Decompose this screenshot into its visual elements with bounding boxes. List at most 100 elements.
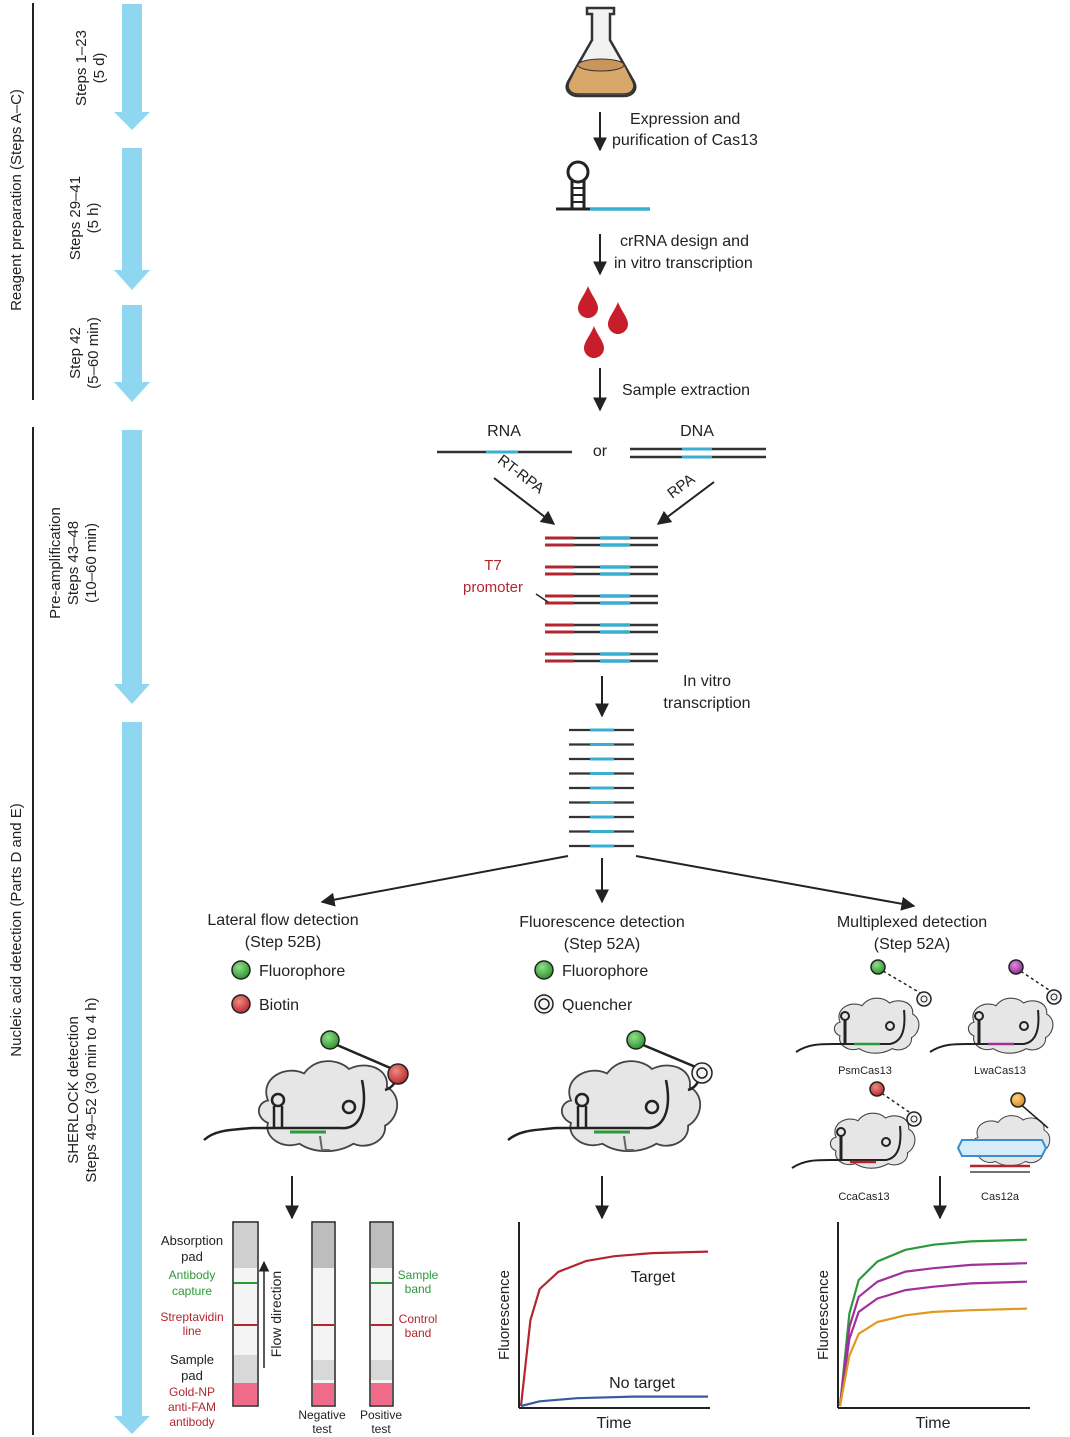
series-line-2: [520, 1395, 708, 1408]
flow-direction-label: Flow direction: [268, 1271, 284, 1357]
t7-label-line1: T7: [484, 557, 502, 574]
lateral-legend-fluorophore: Fluorophore: [259, 963, 345, 980]
lateral-title: Lateral flow detection: [207, 912, 358, 929]
arrow-rt-rpa: [493, 477, 556, 525]
stage-arrow-2: [114, 148, 150, 290]
sample-pad-line1: Sample: [170, 1352, 214, 1367]
absorption-pad-line1: Absorption: [161, 1233, 223, 1248]
multi-title: Multiplexed detection: [837, 914, 987, 931]
stage-arrows: [114, 4, 150, 1434]
lateral-strip-schematic: [232, 1221, 259, 1407]
ivt-label-line1: In vitro: [683, 673, 731, 690]
positive-test-line1: Positive: [360, 1408, 402, 1422]
gold-np-line2: anti-FAM: [168, 1400, 216, 1414]
sidebar: Reagent preparation (Steps A–C) Nucleic …: [8, 3, 150, 1435]
stage-arrow-4: [114, 430, 150, 704]
enzyme-label-psmcas13: PsmCas13: [838, 1065, 892, 1077]
cas13-complex-fluor: [507, 1030, 713, 1153]
step-crrna-line2: in vitro transcription: [614, 255, 753, 272]
gold-np-line1: Gold-NP: [169, 1385, 215, 1399]
fluorescence-chart: Fluorescence Time Target No target: [496, 1222, 710, 1432]
fluor-legend-quencher: Quencher: [562, 997, 633, 1014]
antibody-capture-line2: capture: [172, 1284, 212, 1298]
fluor-y-label: Fluorescence: [496, 1270, 513, 1360]
streptavidin-line1: Streptavidin: [160, 1310, 223, 1324]
lateral-flow-branch: Lateral flow detection (Step 52B) Fluoro…: [160, 912, 438, 1436]
stage-3-line1: Step 42: [67, 327, 84, 379]
stage-2-line1: Steps 29–41: [67, 176, 84, 260]
negative-test-line1: Negative: [298, 1408, 346, 1422]
series-label-notarget: No target: [609, 1375, 675, 1392]
multi-x-label: Time: [916, 1415, 951, 1432]
flask-icon: [565, 6, 637, 98]
arrow-branch-multi: [635, 855, 916, 911]
fluor-legend-fluorophore: Fluorophore: [562, 963, 648, 980]
stage-2-line2: (5 h): [85, 203, 102, 234]
multiplexed-branch: Multiplexed detection (Step 52A) PsmCas1…: [791, 914, 1062, 1432]
stage-arrow-3: [114, 305, 150, 402]
stage-4-line2: Steps 43–48: [65, 521, 82, 605]
blood-drops-icon: [578, 286, 628, 358]
series-label-target: Target: [631, 1269, 676, 1286]
gold-np-line3: antibody: [169, 1415, 214, 1429]
mini-complex-cas12a: [956, 1092, 1051, 1173]
fluor-step: (Step 52A): [564, 936, 640, 953]
crrna-hairpin-icon: [556, 160, 650, 211]
arrow-branch-lateral: [320, 855, 569, 907]
arrow-rpa: [656, 481, 715, 525]
sample-pad-line2: pad: [181, 1368, 203, 1383]
step-expression-line2: purification of Cas13: [612, 132, 758, 149]
fluor-x-label: Time: [597, 1415, 632, 1432]
positive-test-strip: [369, 1221, 394, 1407]
stage-4-line1: Pre-amplification: [47, 507, 64, 619]
mini-complex-lwacas13: [929, 959, 1062, 1054]
enzyme-label-lwacas13: LwaCas13: [974, 1065, 1026, 1077]
fluorescence-branch: Fluorescence detection (Step 52A) Fluoro…: [496, 914, 713, 1432]
quencher-icon: [534, 994, 554, 1014]
stage-5-line1: SHERLOCK detection: [65, 1016, 82, 1164]
multi-step: (Step 52A): [874, 936, 950, 953]
sample-band-line1: Sample: [398, 1268, 439, 1282]
stage-3-line2: (5–60 min): [85, 317, 102, 389]
negative-test-line2: test: [312, 1422, 332, 1436]
step-sample: Sample extraction: [622, 382, 750, 399]
stage-arrow-5: [114, 722, 150, 1434]
lateral-step: (Step 52B): [245, 934, 321, 951]
series-line-2: [838, 1262, 1028, 1407]
stage-4-line3: (10–60 min): [83, 523, 100, 603]
phase-label-nucleic: Nucleic acid detection (Parts D and E): [8, 803, 25, 1056]
amplified-dna-stack: [545, 536, 658, 663]
rna-label: RNA: [487, 423, 521, 440]
t7-label-line2: promoter: [463, 579, 523, 596]
negative-test-strip: [311, 1221, 336, 1407]
antibody-capture-line1: Antibody: [169, 1268, 216, 1282]
sample-band-line2: band: [405, 1282, 432, 1296]
dna-strand: [630, 447, 766, 459]
rt-rpa-label: RT-RPA: [494, 451, 547, 497]
ivt-label-line2: transcription: [663, 695, 750, 712]
fluorophore-icon: [534, 960, 554, 980]
multi-y-label: Fluorescence: [815, 1270, 832, 1360]
mini-complex-psmcas13: [795, 959, 932, 1054]
t7-pointer: [535, 593, 549, 603]
control-band-line1: Control: [399, 1312, 438, 1326]
series-line-3: [838, 1280, 1028, 1407]
step-expression-line1: Expression and: [630, 111, 740, 128]
step-crrna-line1: crRNA design and: [620, 233, 749, 250]
stage-arrow-1: [114, 4, 150, 130]
biotin-icon: [231, 994, 251, 1014]
series-line-1: [838, 1238, 1028, 1407]
absorption-pad-line2: pad: [181, 1249, 203, 1264]
fluor-title: Fluorescence detection: [519, 914, 684, 931]
stage-1-line2: (5 d): [91, 53, 108, 84]
positive-test-line2: test: [371, 1422, 391, 1436]
dna-label: DNA: [680, 423, 714, 440]
cas13-complex-lateral: [203, 1030, 409, 1153]
fluorophore-icon: [231, 960, 251, 980]
phase-label-reagent: Reagent preparation (Steps A–C): [8, 89, 25, 311]
multiplexed-chart: Fluorescence Time: [815, 1222, 1030, 1432]
control-band-line2: band: [405, 1326, 432, 1340]
series-line-4: [838, 1307, 1028, 1407]
series-line-1: [519, 1250, 709, 1407]
